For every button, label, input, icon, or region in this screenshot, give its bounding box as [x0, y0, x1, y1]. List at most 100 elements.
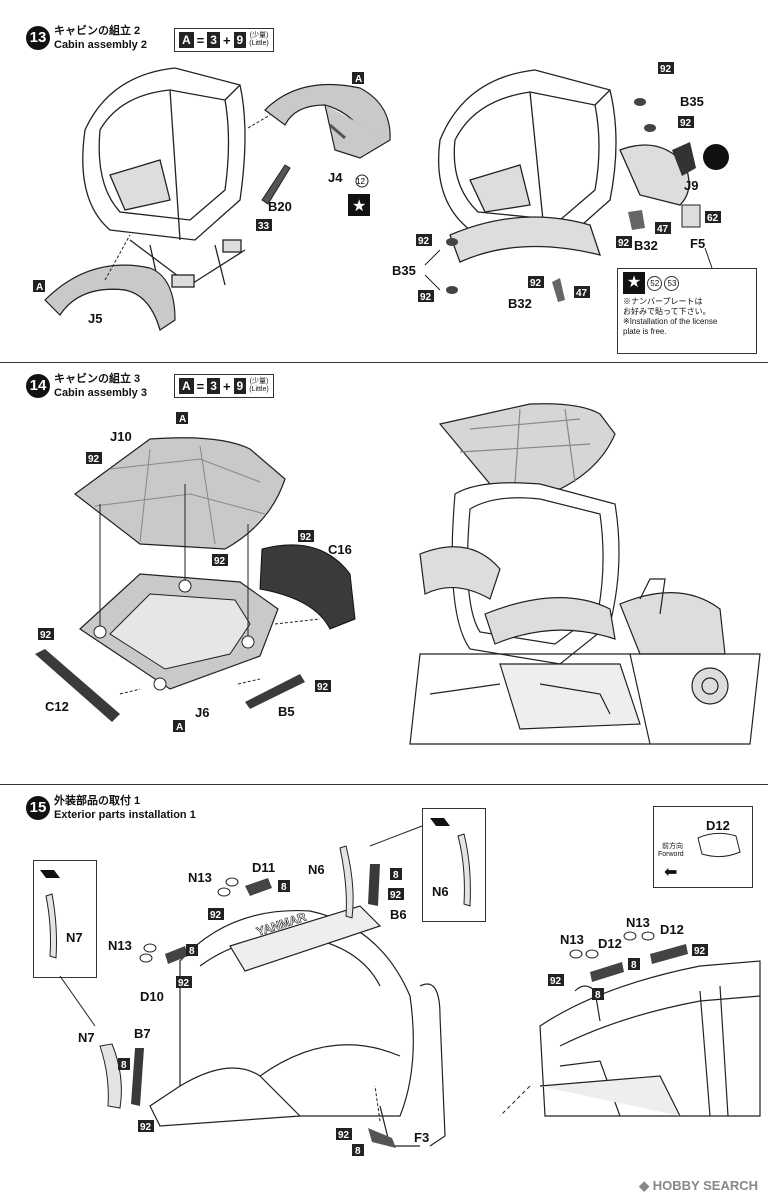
formula-color-a: 3	[207, 32, 220, 48]
label-92-b6: 92	[390, 890, 402, 901]
label-d12-right-a: D12	[598, 936, 622, 951]
lens-n13-a	[225, 877, 239, 887]
lens-n13-e	[623, 931, 637, 941]
formula-note-jp: (少量)	[249, 32, 269, 39]
step-f3-part	[368, 1128, 396, 1148]
label-92-left: 92	[418, 236, 430, 247]
label-92-center: 92	[530, 278, 542, 289]
lens-n7-part	[99, 1043, 122, 1109]
part-tree-e-icon	[703, 144, 729, 170]
label-92-d12-right: 92	[694, 946, 706, 957]
step-13-title-en: Cabin assembly 2	[54, 39, 147, 51]
lens-n13-b	[217, 887, 231, 897]
light-d10-part	[165, 946, 188, 964]
step-15-title-en: Exterior parts installation 1	[54, 809, 196, 821]
label-8-b6: 8	[393, 870, 399, 881]
label-b20: B20	[268, 199, 292, 214]
label-n6-inset: N6	[432, 884, 449, 899]
formula-color-a: 3	[207, 378, 220, 394]
formula-plus: +	[222, 32, 231, 48]
label-92-mid: 92	[680, 118, 692, 129]
label-c12: C12	[45, 699, 69, 714]
cabin-roof-detail-illustration	[539, 960, 761, 1117]
bracket-b32-bottom	[552, 278, 565, 302]
lamp-b6-part	[368, 864, 380, 906]
label-8-d12-right: 8	[631, 960, 637, 971]
bulb-part-bottom	[446, 286, 458, 294]
label-92-d12-left: 92	[550, 976, 562, 987]
label-b6: B6	[390, 907, 407, 922]
step-13-title-jp: キャビンの組立 2	[54, 25, 141, 37]
label-f3: F3	[414, 1130, 429, 1145]
lens-n6-part	[339, 845, 354, 919]
label-n6: N6	[308, 862, 325, 877]
inset-n7-box	[33, 860, 97, 978]
label-a-bottom: A	[36, 282, 43, 293]
bracket-b20-part	[261, 164, 291, 205]
bracket-b32-right	[628, 210, 645, 230]
label-47-right: 47	[657, 224, 669, 235]
label-8-d12-left: 8	[595, 990, 601, 1001]
lamp-b7-part	[131, 1048, 144, 1106]
step-number-14: 14	[26, 374, 50, 398]
step-15-title-jp: 外装部品の取付 1	[54, 795, 141, 807]
note-line-2: お好みで貼って下さい。	[623, 307, 711, 316]
step-13-paint-formula: A = 3 + 9 (少量) (Little)	[174, 28, 274, 52]
label-b32-right: B32	[634, 238, 658, 253]
label-92-bottom: 92	[420, 292, 432, 303]
plate-f5-part	[681, 204, 701, 228]
label-d12-right-b: D12	[660, 922, 684, 937]
step-14-title: キャビンの組立 3 Cabin assembly 3	[54, 372, 147, 400]
step-14-title-en: Cabin assembly 3	[54, 387, 147, 399]
side-trim-c12-part	[35, 649, 120, 722]
cabin-right-illustration	[437, 69, 690, 263]
label-92-roof: 92	[88, 454, 100, 465]
step-15-drawing: N7 N6 YANMAR	[40, 818, 761, 1157]
label-8-d10: 8	[189, 946, 195, 957]
forward-arrow-icon: ⬅	[664, 864, 678, 881]
step-14-drawing: A J10 92 92 92 C16 92 C12 92 B5 J6 A	[35, 403, 761, 745]
label-a-bottom: A	[176, 722, 183, 733]
label-62: 62	[707, 213, 719, 224]
label-92-right-low: 92	[618, 238, 630, 249]
label-92-b7: 92	[140, 1122, 152, 1133]
lens-n7-inset	[45, 893, 57, 959]
label-92-cover: 92	[300, 532, 312, 543]
roof-cover-c16-part	[259, 544, 356, 630]
label-e: E	[710, 151, 719, 166]
license-plate-note: ★ 52 53 ※ナンバープレートは お好みで貼って下さい。 ※Installa…	[617, 268, 757, 354]
note-line-1: ※ナンバープレートは	[623, 297, 703, 306]
lens-n13-f	[641, 931, 655, 941]
label-a-top: A	[179, 414, 186, 425]
label-n13-right-a: N13	[626, 915, 650, 930]
step-14-section: 14 キャビンの組立 3 Cabin assembly 3 A = 3 + 9 …	[0, 364, 768, 782]
label-47-bottom: 47	[576, 288, 588, 299]
watermark-logo-icon: ◆	[639, 1178, 653, 1193]
hand-grip-icon	[40, 870, 60, 878]
label-b5: B5	[278, 704, 295, 719]
lens-n6-inset	[457, 833, 471, 907]
formula-color-b: 9	[233, 32, 247, 48]
label-92-top: 92	[660, 64, 672, 75]
fender-j4-part	[264, 83, 391, 159]
formula-equals: =	[196, 32, 205, 48]
label-8-b7: 8	[121, 1060, 127, 1071]
formula-note-en: (Little)	[249, 40, 269, 47]
forward-note-en: Forword	[658, 851, 684, 858]
label-92-d11: 92	[210, 910, 222, 921]
step-13-section: 13 キャビンの組立 2 Cabin assembly 2 A = 3 + 9 …	[0, 0, 768, 360]
label-b35-left: B35	[392, 263, 416, 278]
step-15-section: 15 外装部品の取付 1 Exterior parts installation…	[0, 786, 768, 1200]
mirror-e-part	[672, 142, 696, 176]
paint-circle-12	[355, 174, 369, 188]
svg-text:★: ★	[352, 196, 366, 215]
roof-panel-j10-part	[74, 437, 286, 550]
formula-ratio-note: (少量) (Little)	[249, 378, 268, 394]
cabin-front-illustration	[149, 905, 446, 1147]
label-j4: J4	[328, 170, 343, 185]
label-d11: D11	[252, 860, 275, 875]
tractor-cabin-assembly-illustration	[409, 403, 761, 745]
decal-53-circle: 53	[664, 275, 680, 291]
label-92-frame: 92	[214, 556, 226, 567]
label-j10: J10	[110, 429, 132, 444]
